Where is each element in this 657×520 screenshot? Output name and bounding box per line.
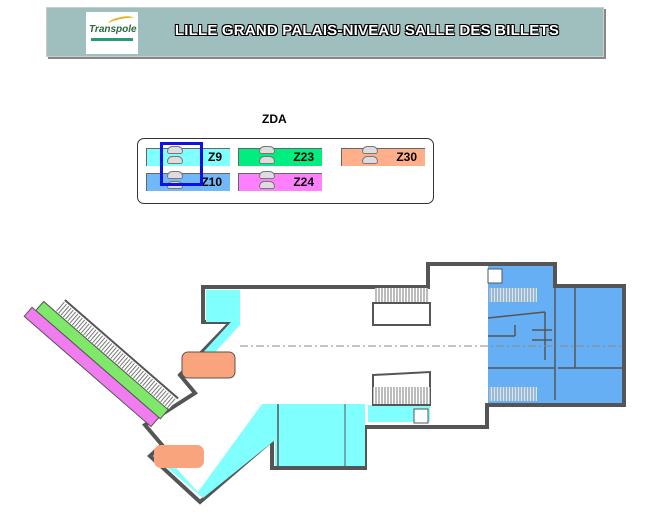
escalators: [23, 299, 179, 428]
smoke-detector-icon: [259, 146, 275, 166]
stairs-upper: [375, 288, 428, 303]
smoke-detector-icon: [362, 146, 378, 166]
smoke-detector-icon: [167, 146, 183, 166]
elevator-icon: [413, 408, 429, 424]
z10-room-walls: [487, 288, 622, 400]
legend-item-z30[interactable]: Z30: [341, 146, 425, 166]
zone-z30-area[interactable]: [181, 351, 236, 379]
zone-z23-area[interactable]: [35, 300, 169, 420]
zone-z9-area-upper[interactable]: [185, 290, 240, 378]
page-title: LILLE GRAND PALAIS-NIVEAU SALLE DES BILL…: [174, 22, 560, 39]
stairs-z10-upper: [489, 288, 537, 302]
selection-box: [160, 142, 203, 186]
zone-z9-area-lower[interactable]: [153, 404, 365, 498]
legend-item-z9[interactable]: Z9: [146, 146, 230, 166]
elevator-icon: [487, 268, 503, 284]
zone-z24-area[interactable]: [23, 306, 160, 428]
header-banner: Transpole LILLE GRAND PALAIS-NIVEAU SALL…: [46, 7, 604, 57]
smoke-detector-icon: [259, 171, 275, 191]
stairs-z10-lower: [489, 387, 537, 401]
stairs-lower: [373, 387, 430, 404]
legend-title: ZDA: [262, 112, 287, 126]
legend-item-z23[interactable]: Z23: [238, 146, 322, 166]
zone-legend: [137, 138, 434, 204]
zone-z30-area[interactable]: [154, 445, 204, 468]
transpole-logo: Transpole: [86, 12, 138, 54]
legend-item-z24[interactable]: Z24: [238, 171, 322, 191]
